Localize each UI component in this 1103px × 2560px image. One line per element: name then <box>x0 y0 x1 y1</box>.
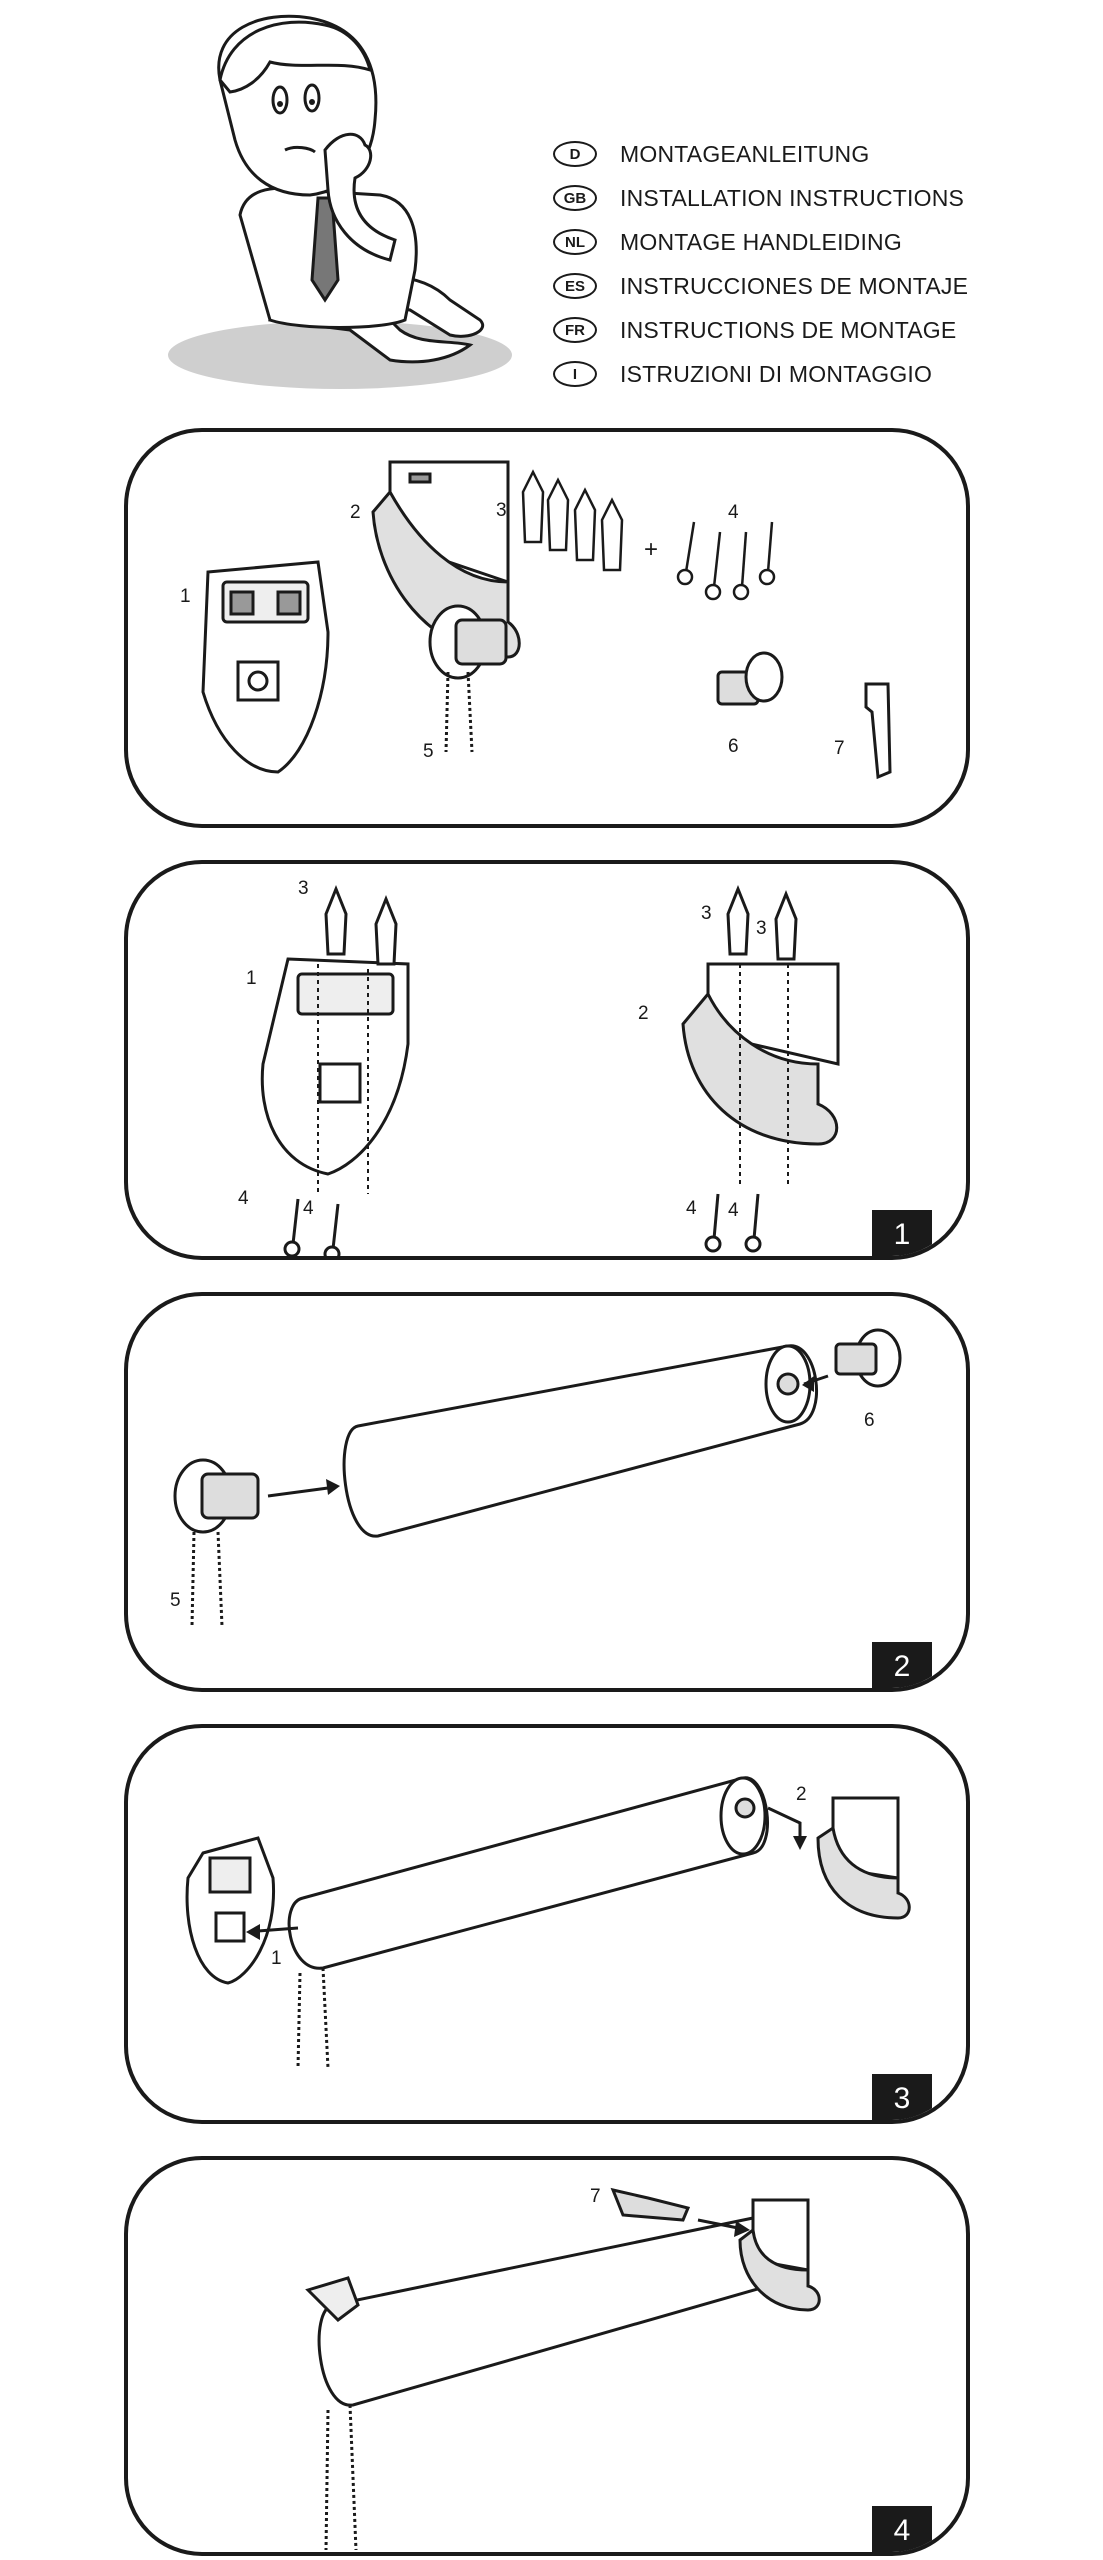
thinking-man-illustration <box>168 14 512 389</box>
part-label: 6 <box>728 736 739 757</box>
clip-part <box>864 682 892 780</box>
part-label: 4 <box>728 1200 739 1221</box>
step-1-panel: 3 1 4 4 3 3 2 4 4 1 <box>124 860 970 1260</box>
part-label: 5 <box>423 741 434 762</box>
part-label: 3 <box>701 903 712 924</box>
language-title: INSTRUCTIONS DE MONTAGE <box>620 316 957 343</box>
step-4-illustration: 7 <box>305 2186 821 2551</box>
language-code-badge: GB <box>553 185 597 211</box>
step-2-panel: 6 5 2 <box>124 1292 970 1692</box>
part-label: 4 <box>238 1188 249 1209</box>
left-bracket-part <box>201 560 330 774</box>
end-plug-part <box>716 651 784 706</box>
step-3-illustration: 2 1 <box>185 1776 911 2069</box>
language-title: ISTRUZIONI DI MONTAGGIO <box>620 360 933 387</box>
parts-illustration: 1 2 3 + 4 5 <box>180 460 892 780</box>
language-list: D MONTAGEANLEITUNG GB INSTALLATION INSTR… <box>553 132 968 396</box>
part-label: 1 <box>180 586 191 607</box>
language-title: MONTAGEANLEITUNG <box>620 140 870 167</box>
language-code-badge: D <box>553 141 597 167</box>
language-row-nl: NL MONTAGE HANDLEIDING <box>553 220 968 264</box>
part-label: 4 <box>728 502 739 523</box>
plus-sign: + <box>644 536 658 563</box>
part-label: 4 <box>303 1198 314 1219</box>
chain-mechanism-part <box>428 604 508 753</box>
language-title: MONTAGE HANDLEIDING <box>620 228 902 255</box>
part-label: 7 <box>590 2186 601 2207</box>
step-number-badge: 2 <box>872 1642 932 1688</box>
screws-part <box>676 521 776 601</box>
language-code-badge: I <box>553 361 597 387</box>
language-code-badge: NL <box>553 229 597 255</box>
language-row-i: I ISTRUZIONI DI MONTAGGIO <box>553 352 968 396</box>
step-number-badge: 3 <box>872 2074 932 2120</box>
part-label: 7 <box>834 738 845 759</box>
part-label: 6 <box>864 1410 875 1431</box>
step-number-badge: 1 <box>872 1210 932 1256</box>
step-3-panel: 2 1 3 <box>124 1724 970 2124</box>
language-row-fr: FR INSTRUCTIONS DE MONTAGE <box>553 308 968 352</box>
language-row-gb: GB INSTALLATION INSTRUCTIONS <box>553 176 968 220</box>
step-1-illustration: 3 1 4 4 3 3 2 4 4 <box>238 878 840 1256</box>
step-number-badge: 4 <box>872 2506 932 2552</box>
part-label: 1 <box>271 1948 282 1969</box>
part-label: 3 <box>496 500 507 521</box>
language-title: INSTRUCCIONES DE MONTAJE <box>620 272 969 299</box>
right-bracket-part <box>371 460 521 659</box>
step-2-illustration: 6 5 <box>170 1328 902 1627</box>
part-label: 3 <box>756 918 767 939</box>
part-label: 2 <box>350 502 361 523</box>
language-row-d: D MONTAGEANLEITUNG <box>553 132 968 176</box>
language-code-badge: FR <box>553 317 597 343</box>
language-code-badge: ES <box>553 273 597 299</box>
part-label: 3 <box>298 878 309 899</box>
step-4-panel: 7 4 <box>124 2156 970 2556</box>
header: D MONTAGEANLEITUNG GB INSTALLATION INSTR… <box>0 0 1103 420</box>
part-label: 2 <box>638 1003 649 1024</box>
part-label: 2 <box>796 1784 807 1805</box>
part-label: 5 <box>170 1590 181 1611</box>
language-title: INSTALLATION INSTRUCTIONS <box>620 184 965 211</box>
language-row-es: ES INSTRUCCIONES DE MONTAJE <box>553 264 968 308</box>
wall-plugs-part <box>521 469 624 572</box>
part-label: 4 <box>686 1198 697 1219</box>
part-label: 1 <box>246 968 257 989</box>
parts-panel: 1 2 3 + 4 5 <box>124 428 970 828</box>
